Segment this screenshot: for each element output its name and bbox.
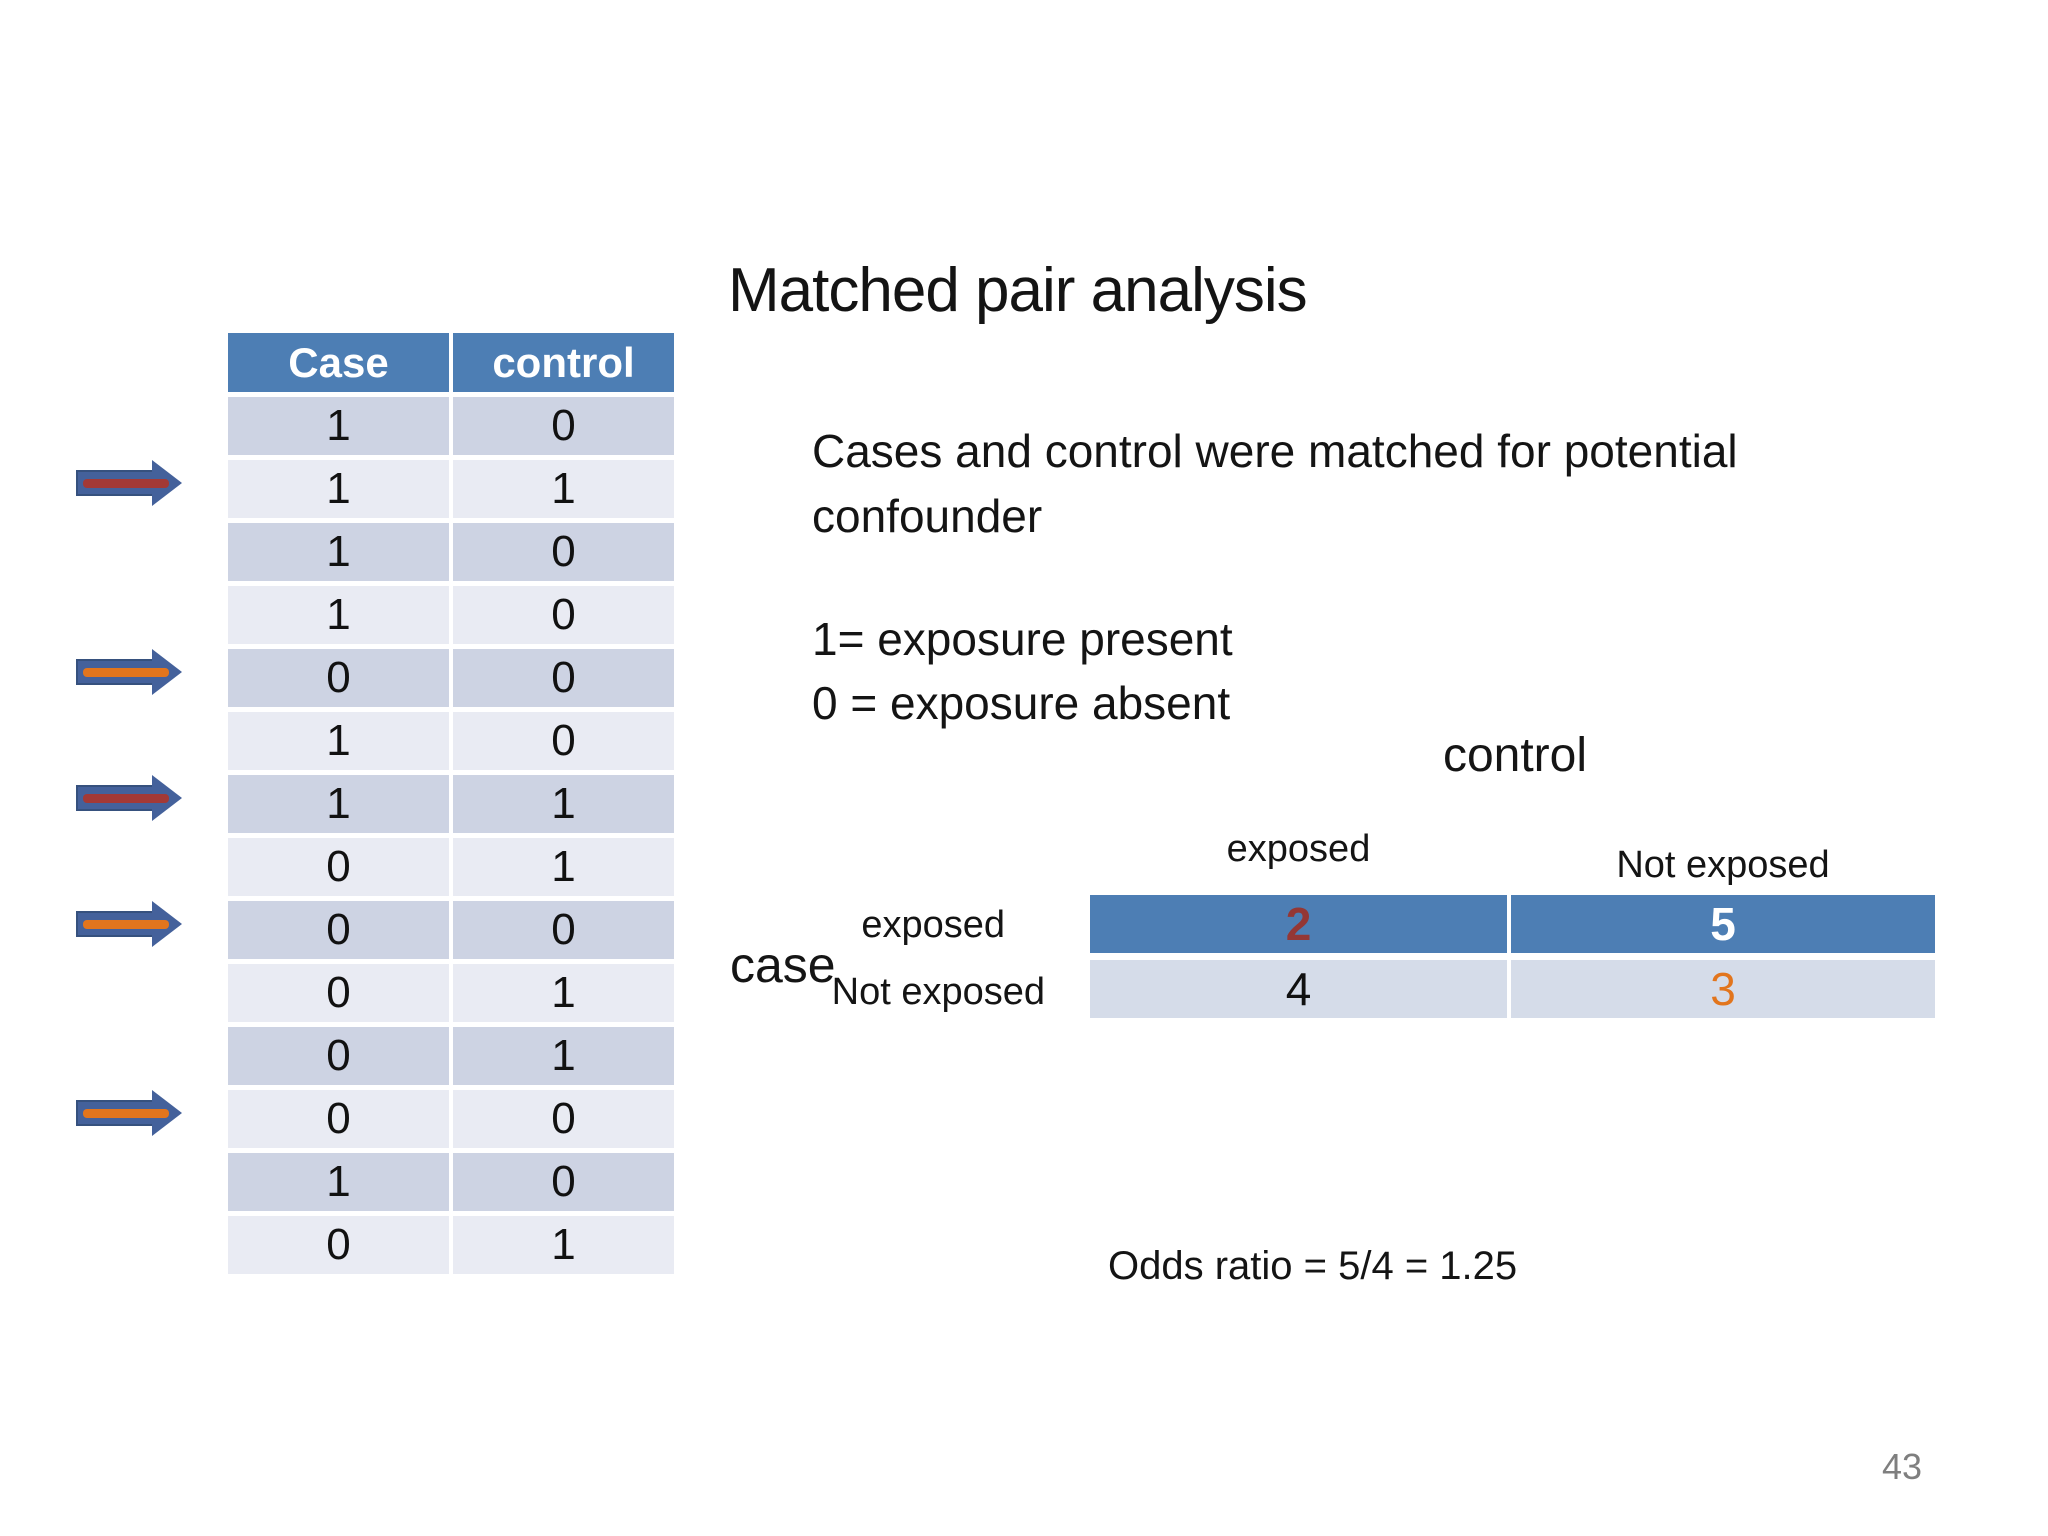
matrix-row-header-exposed: exposed — [861, 904, 1005, 946]
pair-table-cell: 0 — [453, 712, 674, 770]
matrix-row-case-not-exposed: 4 3 — [1090, 960, 1935, 1018]
matrix-cell-not-exposed-not-exposed: 3 — [1511, 960, 1935, 1018]
row-pointer-arrow-icon — [76, 1090, 182, 1136]
pair-table-cell: 0 — [228, 964, 449, 1022]
arrow-stripe — [83, 479, 169, 488]
matrix-row-header-not-exposed: Not exposed — [831, 971, 1045, 1013]
pair-table-cell: 1 — [453, 838, 674, 896]
pair-table-cell: 1 — [228, 397, 449, 455]
pair-table-cell: 0 — [453, 397, 674, 455]
pair-table-cell: 0 — [453, 1153, 674, 1211]
legend-line-1: 1= exposure present — [812, 613, 1233, 665]
pair-table-cell: 1 — [453, 460, 674, 518]
pair-table-cell: 1 — [453, 964, 674, 1022]
pair-table-cell: 0 — [228, 1090, 449, 1148]
page-number: 43 — [1882, 1446, 1923, 1487]
arrow-stripe — [83, 1109, 169, 1118]
pair-table-header-row: Case control — [228, 333, 674, 392]
row-pointer-arrow-icon — [76, 901, 182, 947]
arrow-stripe — [83, 668, 169, 677]
page-title: Matched pair analysis — [728, 256, 1308, 325]
matrix-col-header-not-exposed: Not exposed — [1616, 844, 1830, 886]
odds-ratio-text: Odds ratio = 5/4 = 1.25 — [1108, 1244, 1518, 1288]
pair-table-cell: 0 — [453, 523, 674, 581]
arrow-stripe — [83, 920, 169, 929]
pair-table-cell: 0 — [453, 901, 674, 959]
description-line-1: Cases and control were matched for poten… — [812, 425, 1738, 477]
pair-table-cell: 1 — [228, 712, 449, 770]
matrix-cell-exposed-not-exposed: 5 — [1511, 895, 1935, 953]
pair-table-cell: 1 — [228, 586, 449, 644]
pair-table-cell: 1 — [453, 1027, 674, 1085]
pair-table-cell: 0 — [228, 901, 449, 959]
row-pointer-arrow-icon — [76, 775, 182, 821]
row-pointer-arrow-icon — [76, 649, 182, 695]
pair-table-cell: 0 — [453, 586, 674, 644]
pair-table-cell: 1 — [228, 1153, 449, 1211]
matrix-cell-exposed-exposed: 2 — [1090, 895, 1507, 953]
pair-table-cell: 1 — [228, 523, 449, 581]
matrix-cell-not-exposed-exposed: 4 — [1090, 960, 1507, 1018]
pair-table-cell: 0 — [453, 649, 674, 707]
pair-table-cell: 0 — [228, 1216, 449, 1274]
pair-table-cell: 0 — [228, 838, 449, 896]
legend-line-2: 0 = exposure absent — [812, 677, 1231, 729]
pair-table-cell: 1 — [453, 775, 674, 833]
pair-table-header-case: Case — [228, 333, 449, 392]
pair-table-cell: 0 — [228, 649, 449, 707]
arrow-stripe — [83, 794, 169, 803]
matrix-control-group-label: control — [1442, 729, 1588, 782]
description-line-2: confounder — [812, 490, 1043, 542]
matrix-case-group-label: case — [730, 937, 836, 993]
pair-table-cell: 1 — [228, 460, 449, 518]
pair-table-cell: 0 — [453, 1090, 674, 1148]
pair-table-header-control: control — [453, 333, 674, 392]
pair-table-cell: 1 — [228, 775, 449, 833]
matrix-row-case-exposed: 2 5 — [1090, 895, 1935, 953]
matrix-col-header-exposed: exposed — [1226, 828, 1371, 870]
pair-table-cell: 1 — [453, 1216, 674, 1274]
row-pointer-arrow-icon — [76, 460, 182, 506]
pair-table-cell: 0 — [228, 1027, 449, 1085]
